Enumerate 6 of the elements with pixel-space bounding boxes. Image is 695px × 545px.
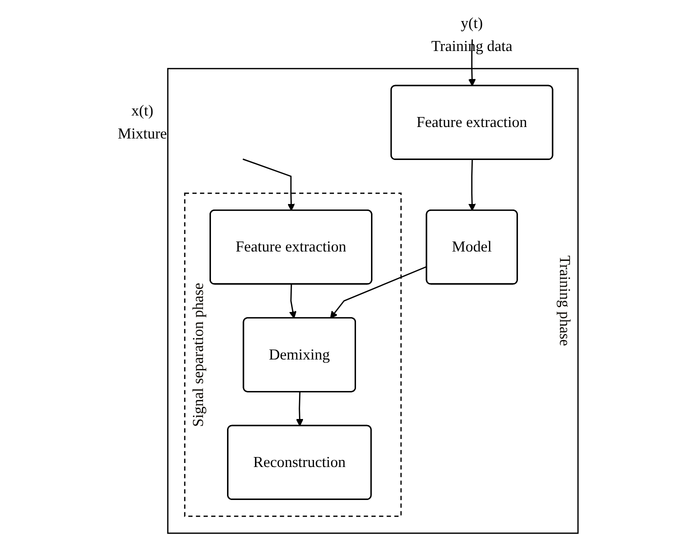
arrow [468,160,476,211]
node-text: x(t) Mixture [117,102,167,142]
arrow [242,158,295,211]
arrow [288,284,296,319]
arrow [296,392,303,426]
arrow [330,266,427,319]
